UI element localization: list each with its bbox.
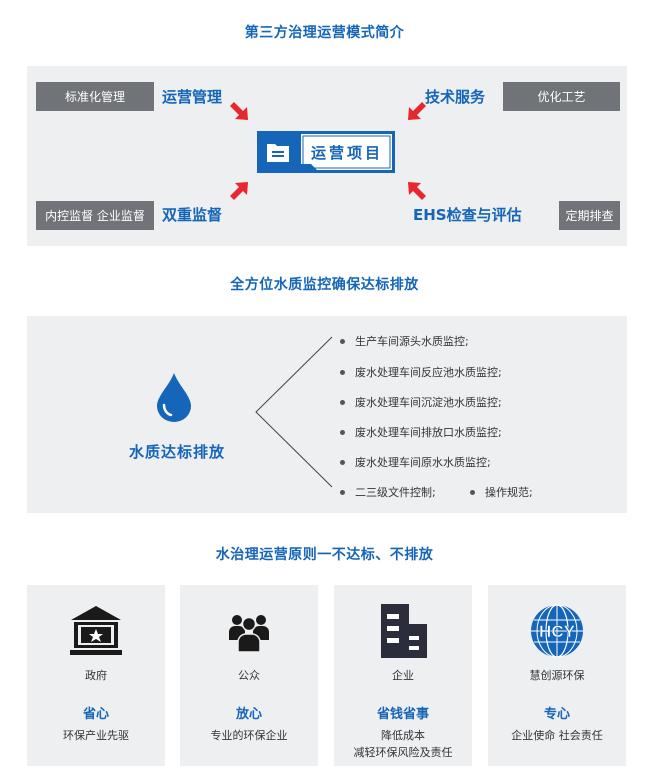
list-item: 操作规范; bbox=[470, 484, 533, 500]
standard-management-box: 标准化管理 bbox=[36, 82, 154, 111]
water-monitor-panel bbox=[27, 316, 627, 513]
card-heading: 省心 bbox=[82, 707, 109, 722]
list-item: 二三级文件控制; bbox=[340, 484, 436, 500]
card-desc: 企业使命 社会责任 bbox=[511, 729, 603, 742]
arrow-up-left-icon bbox=[408, 182, 426, 200]
card-desc: 降低成本减轻环保风险及责任 bbox=[353, 729, 453, 759]
operation-project-card: 运营项目 bbox=[257, 131, 395, 173]
tech-service-label: 技术服务 bbox=[425, 88, 486, 106]
card-heading: 放心 bbox=[235, 707, 262, 722]
card-who: 公众 bbox=[238, 669, 260, 682]
arrow-down-left-icon bbox=[408, 102, 426, 120]
card-who: 政府 bbox=[85, 669, 107, 682]
card-government: 政府 省心 环保产业先驱 bbox=[27, 585, 165, 766]
operation-project-label: 运营项目 bbox=[310, 144, 383, 162]
arrow-up-right-icon bbox=[230, 182, 248, 200]
list-item: 废水处理车间原水水质监控; bbox=[340, 454, 491, 470]
ehs-evaluation-label: EHS检查与评估 bbox=[413, 206, 522, 224]
water-drop-icon bbox=[157, 373, 191, 422]
internal-supervision-box: 内控监督 企业监督 bbox=[36, 201, 154, 230]
card-who: 企业 bbox=[392, 669, 414, 682]
card-hcy: HCY 慧创源环保 专心 企业使命 社会责任 bbox=[488, 585, 626, 766]
card-who: 慧创源环保 bbox=[529, 669, 585, 682]
card-desc: 专业的环保企业 bbox=[210, 729, 288, 742]
card-enterprise: 企业 省钱省事 降低成本减轻环保风险及责任 bbox=[334, 585, 472, 766]
dual-supervision-label: 双重监督 bbox=[162, 206, 223, 224]
hcy-logo-icon: HCY bbox=[531, 604, 583, 658]
card-heading: 专心 bbox=[543, 707, 570, 722]
list-item: 废水处理车间排放口水质监控; bbox=[340, 424, 502, 440]
government-icon bbox=[70, 606, 122, 655]
list-item: 废水处理车间沉淀池水质监控; bbox=[340, 394, 502, 410]
list-item: 废水处理车间反应池水质监控; bbox=[340, 364, 502, 380]
section2-title: 全方位水质监控确保达标排放 bbox=[230, 277, 419, 293]
operation-management-label: 运营管理 bbox=[162, 88, 223, 106]
section1-title: 第三方治理运营模式简介 bbox=[244, 25, 405, 41]
regular-inspection-box: 定期排查 bbox=[559, 201, 620, 230]
card-heading: 省钱省事 bbox=[376, 707, 429, 722]
section3-title: 水治理运营原则一不达标、不排放 bbox=[215, 547, 434, 563]
water-standard-label: 水质达标排放 bbox=[128, 443, 225, 461]
arrow-down-right-icon bbox=[230, 102, 248, 120]
card-public: 公众 放心 专业的环保企业 bbox=[180, 585, 318, 766]
card-desc: 环保产业先驱 bbox=[63, 729, 129, 742]
people-icon bbox=[229, 615, 269, 653]
bracket-lines bbox=[255, 336, 333, 488]
optimize-process-box: 优化工艺 bbox=[503, 82, 620, 111]
building-icon bbox=[381, 604, 427, 658]
folder-icon bbox=[267, 144, 289, 162]
svg-text:HCY: HCY bbox=[539, 622, 576, 641]
list-item: 生产车间源头水质监控; bbox=[340, 333, 469, 349]
